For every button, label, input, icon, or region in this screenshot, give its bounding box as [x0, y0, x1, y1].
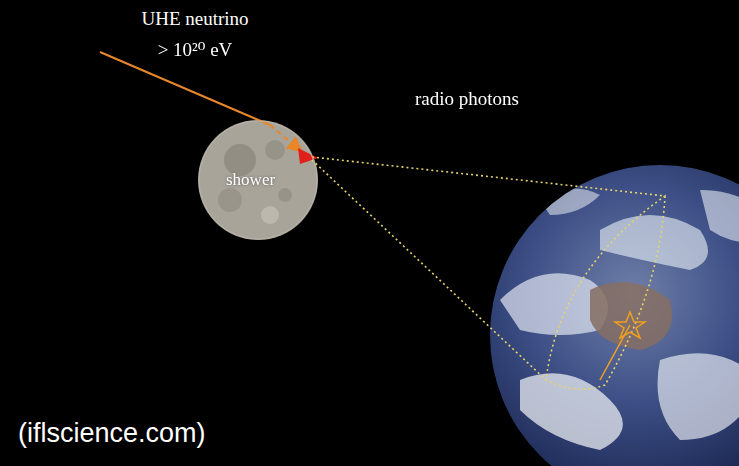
earth [490, 165, 739, 466]
particle-name: UHE neutrino [141, 8, 248, 30]
detector-mark [600, 325, 630, 380]
radio-cone [312, 157, 665, 389]
source-credit: (iflscience.com) [18, 418, 206, 449]
moon-surface [198, 120, 318, 240]
neutrino-path [100, 52, 270, 125]
signal-label: radio photons [415, 88, 519, 110]
neutrino-path-inside [270, 125, 300, 150]
shower-symbol [298, 148, 318, 164]
event-label: shower [226, 170, 275, 190]
energy-label: > 10²⁰ eV [158, 38, 233, 61]
moon: shower [198, 120, 318, 240]
